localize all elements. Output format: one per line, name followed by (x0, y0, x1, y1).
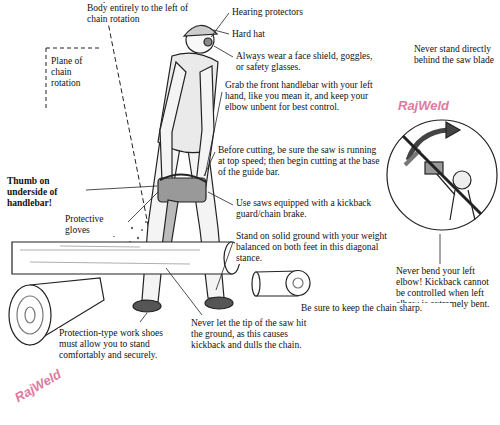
callout-note: Hearing protectors (231, 7, 353, 18)
callout-note: Grab the front handlebar with your left … (224, 80, 391, 113)
callout-note: Never stand directly behind the saw blad… (413, 44, 497, 66)
callout-note: Always wear a face shield, goggles, or s… (235, 51, 377, 73)
callout-note: Be sure to keep the chain sharp. (300, 303, 452, 314)
callout-note: Plane of chain rotation (50, 56, 100, 89)
callout-note: Before cutting, be sure the saw is runni… (217, 145, 386, 178)
callout-note: Use saws equipped with a kickback guard/… (235, 198, 382, 220)
callout-note: Stand on solid ground with your weight b… (235, 231, 397, 264)
callout-note: Body entirely to the left of chain rotat… (86, 3, 198, 25)
callout-note: Protective gloves (64, 214, 128, 236)
callout-note: Thumb on underside of handlebar! (6, 176, 86, 209)
watermark: RajWeld (12, 366, 64, 405)
watermark: RajWeld (398, 98, 449, 113)
callout-note: Never let the tip of the saw hit the gro… (190, 318, 314, 351)
callout-note: Hard hat (231, 29, 313, 40)
callout-note: Protection-type work shoes must allow yo… (58, 328, 168, 361)
